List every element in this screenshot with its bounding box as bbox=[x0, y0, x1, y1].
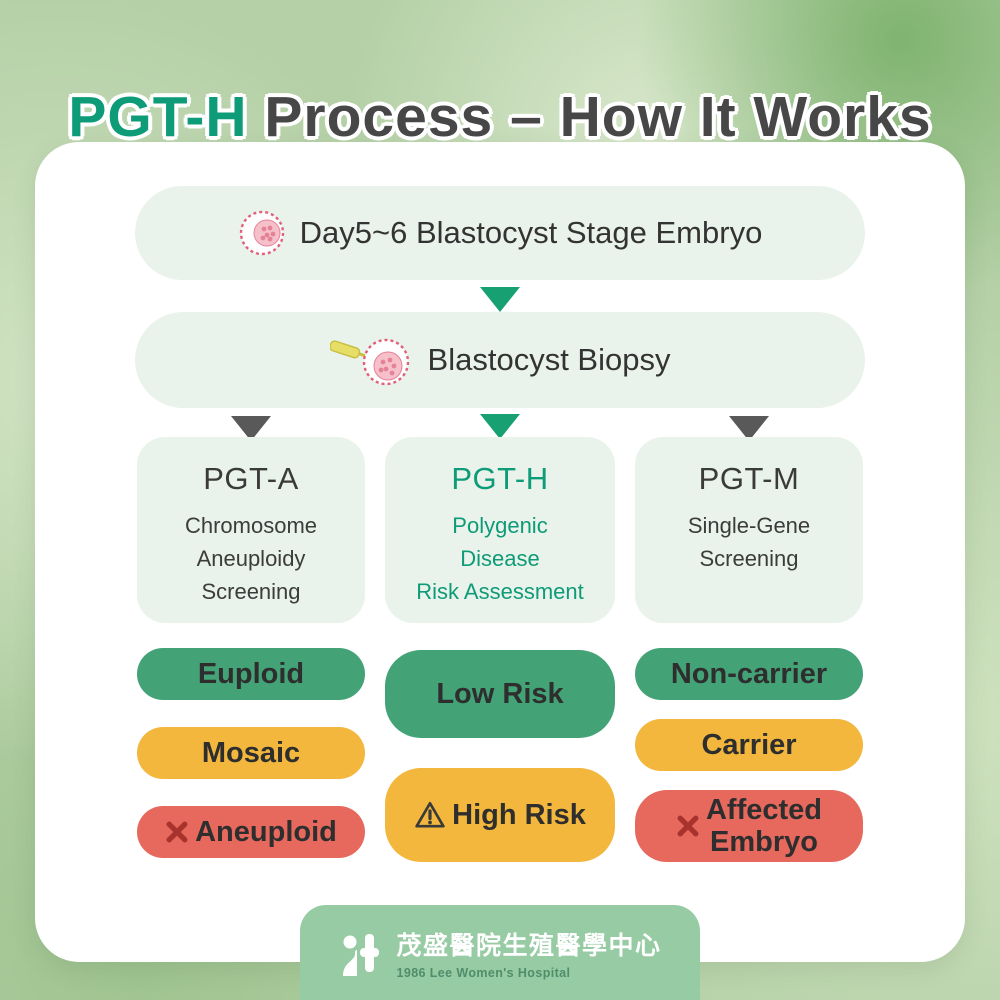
pgt-a-results: Euploid Mosaic Aneuploid bbox=[137, 648, 365, 858]
pgt-a-description: Chromosome Aneuploidy Screening bbox=[184, 513, 318, 604]
pgt-m-box: PGT-M Single-Gene Screening bbox=[635, 437, 863, 623]
result-label: Aneuploid bbox=[195, 815, 337, 848]
result-label: Non-carrier bbox=[670, 657, 828, 690]
hospital-footer: 茂盛醫院生殖醫學中心 1986 Lee Women's Hospital bbox=[300, 905, 700, 1000]
pgt-h-title: PGT-H bbox=[451, 461, 549, 496]
pgt-m-results: Non-carrier Carrier Affected Embryo bbox=[635, 648, 863, 862]
down-arrow-icon bbox=[480, 414, 520, 439]
pgt-a-box: PGT-A Chromosome Aneuploidy Screening bbox=[137, 437, 365, 623]
pgt-m-description: Single-Gene Screening bbox=[687, 513, 811, 571]
result-label: Low Risk bbox=[436, 677, 564, 710]
hospital-name-block: 茂盛醫院生殖醫學中心 1986 Lee Women's Hospital bbox=[396, 926, 661, 980]
result-euploid: Euploid bbox=[137, 648, 365, 700]
step1-label: Day5~6 Blastocyst Stage Embryo bbox=[299, 215, 763, 250]
result-label: Affected Embryo bbox=[705, 793, 822, 858]
result-label: Carrier bbox=[701, 728, 797, 761]
cross-icon bbox=[165, 820, 189, 844]
hospital-logo-icon bbox=[338, 926, 384, 980]
hospital-subtitle: 1986 Lee Women's Hospital bbox=[396, 965, 571, 980]
warning-icon bbox=[414, 799, 446, 831]
step-blastocyst-biopsy: Blastocyst Biopsy bbox=[135, 312, 865, 408]
result-label: Mosaic bbox=[201, 736, 301, 769]
step-blastocyst-embryo: Day5~6 Blastocyst Stage Embryo bbox=[135, 186, 865, 280]
pgt-h-box: PGT-H Polygenic Disease Risk Assessment bbox=[385, 437, 615, 623]
result-non-carrier: Non-carrier bbox=[635, 648, 863, 700]
down-arrow-icon bbox=[231, 416, 271, 441]
result-label: High Risk bbox=[452, 798, 586, 831]
cross-icon bbox=[676, 814, 700, 838]
title-highlight: PGT-H bbox=[68, 85, 248, 149]
result-mosaic: Mosaic bbox=[137, 727, 365, 779]
result-low-risk: Low Risk bbox=[385, 650, 615, 738]
down-arrow-icon bbox=[729, 416, 769, 441]
pgt-a-title: PGT-A bbox=[203, 461, 299, 496]
result-affected-embryo: Affected Embryo bbox=[635, 790, 863, 862]
down-arrow-icon bbox=[480, 287, 520, 312]
step2-label: Blastocyst Biopsy bbox=[427, 342, 671, 377]
embryo-icon bbox=[238, 209, 286, 257]
result-label: Euploid bbox=[197, 657, 305, 690]
pgt-m-title: PGT-M bbox=[698, 461, 800, 496]
title-rest: Process – How It Works bbox=[247, 85, 932, 149]
biopsy-icon bbox=[329, 332, 414, 388]
pgt-h-description: Polygenic Disease Risk Assessment bbox=[416, 513, 584, 604]
page-title: PGT-H Process – How It Works bbox=[0, 84, 1000, 150]
result-aneuploid: Aneuploid bbox=[137, 806, 365, 858]
result-high-risk: High Risk bbox=[385, 768, 615, 862]
result-carrier: Carrier bbox=[635, 719, 863, 771]
hospital-name: 茂盛醫院生殖醫學中心 bbox=[396, 931, 662, 960]
pgt-h-results: Low Risk High Risk bbox=[385, 650, 615, 862]
